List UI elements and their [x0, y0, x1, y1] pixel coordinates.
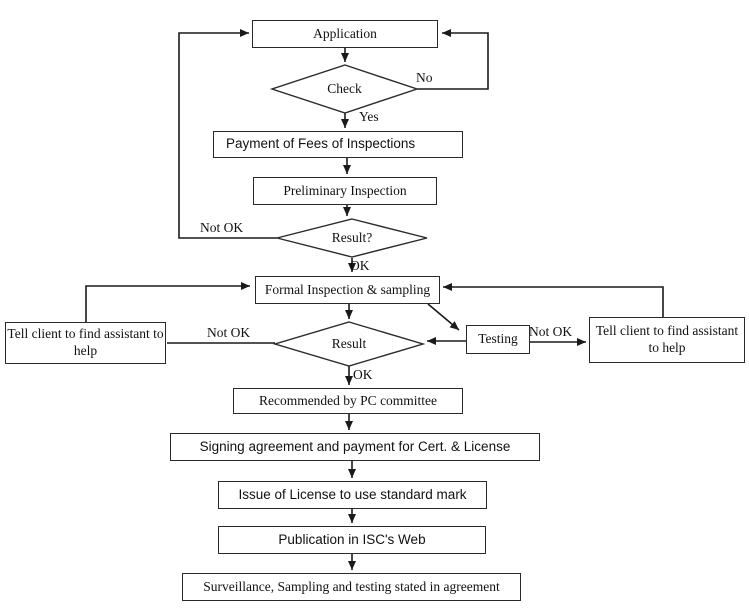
decision-result2-shape — [272, 321, 426, 367]
edge-label-result1-ok: OK — [350, 258, 370, 273]
edge-tellright-formal — [443, 283, 664, 317]
decision-result1-shape — [276, 218, 428, 258]
decision-check-shape — [269, 64, 420, 114]
node-publication: Publication in ISC's Web — [218, 526, 486, 554]
edge-label-result2-not-ok: Not OK — [207, 325, 251, 340]
node-preliminary-inspection: Preliminary Inspection — [253, 177, 437, 205]
node-payment: Payment of Fees of Inspections — [213, 131, 463, 158]
node-formal-inspection: Formal Inspection & sampling — [255, 276, 440, 304]
edge-check-no-loop — [417, 29, 489, 90]
node-application: Application — [252, 20, 438, 48]
edge-label-testing-not-ok: Not OK — [529, 324, 573, 339]
edge-result1-notok-loop — [178, 29, 277, 239]
node-surveillance: Surveillance, Sampling and testing state… — [182, 573, 521, 601]
edge-formal-testing — [427, 303, 460, 331]
node-testing: Testing — [466, 325, 530, 354]
edge-label-yes: Yes — [359, 109, 379, 124]
edge-label-result2-ok: OK — [353, 367, 373, 382]
node-recommended: Recommended by PC committee — [233, 388, 463, 414]
edge-label-result1-not-ok: Not OK — [200, 220, 244, 235]
edge-label-no: No — [416, 70, 433, 85]
edge-tellleft-formal — [85, 282, 250, 322]
node-issue-license: Issue of License to use standard mark — [218, 481, 487, 509]
node-tell-client-left: Tell client to find assistant to help — [5, 322, 166, 364]
node-signing-agreement: Signing agreement and payment for Cert. … — [170, 433, 540, 461]
node-tell-client-right: Tell client to find assistant to help — [589, 317, 745, 363]
